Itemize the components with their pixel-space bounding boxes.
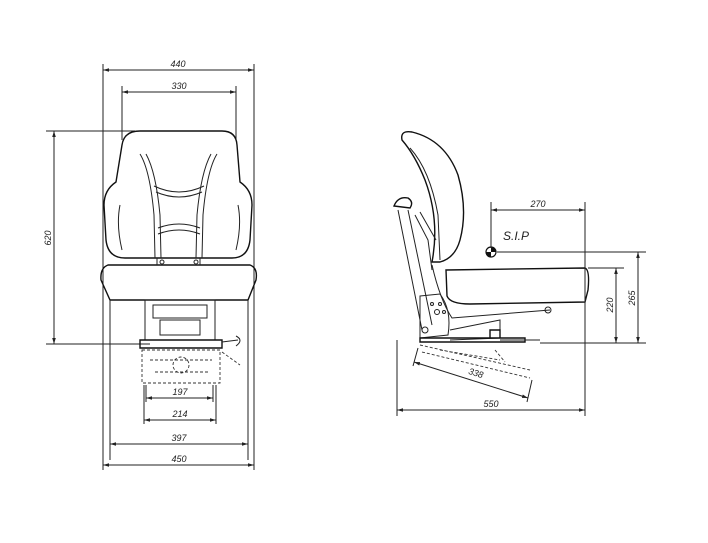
dim-label-338: 338 bbox=[467, 366, 484, 380]
sip-label: S.I.P bbox=[503, 229, 529, 243]
dim-label-265: 265 bbox=[627, 290, 637, 307]
side-view: S.I.P 270 220 265 338 550 bbox=[393, 130, 646, 416]
dim-label-197: 197 bbox=[172, 387, 188, 397]
dim-label-620: 620 bbox=[43, 230, 53, 245]
backrest-front bbox=[103, 130, 253, 259]
adjust-knob bbox=[393, 196, 413, 209]
front-view: 440 330 620 197 214 397 450 bbox=[43, 59, 258, 470]
dim-label-450: 450 bbox=[171, 454, 186, 464]
seat-cushion-front bbox=[100, 264, 258, 301]
seat-cushion-side bbox=[445, 267, 590, 305]
dim-label-550: 550 bbox=[483, 399, 498, 409]
dim-label-214: 214 bbox=[171, 409, 187, 419]
dim-label-397: 397 bbox=[171, 433, 187, 443]
dim-label-270: 270 bbox=[529, 199, 545, 209]
dim-label-440: 440 bbox=[170, 59, 185, 69]
dim-label-330: 330 bbox=[171, 81, 186, 91]
dim-label-220: 220 bbox=[605, 297, 615, 313]
backrest-side bbox=[401, 130, 465, 263]
